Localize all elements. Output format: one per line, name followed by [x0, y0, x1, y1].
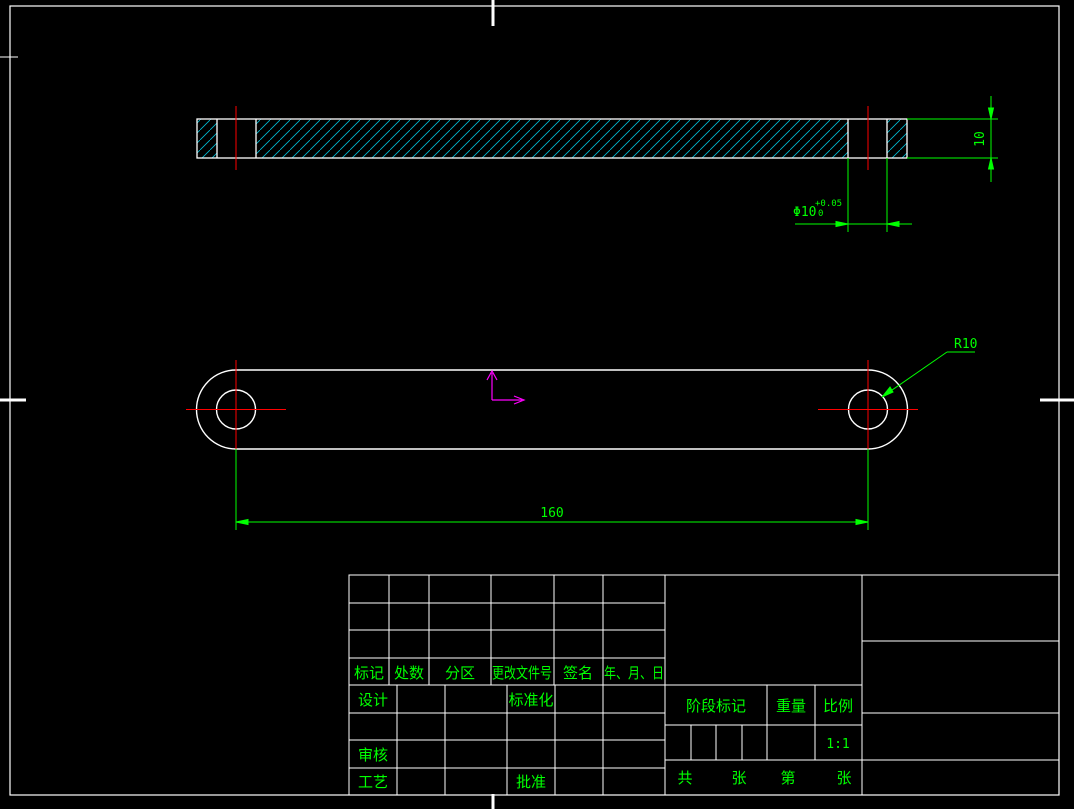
tb-review: 审核 — [358, 746, 388, 764]
section-outline — [196, 118, 908, 159]
tb-design: 设计 — [358, 691, 388, 709]
tb-date: 年、月、日 — [604, 664, 664, 682]
tb-sheets-a: 张 — [731, 769, 746, 787]
tb-number: 第 — [780, 769, 795, 787]
tb-change-doc: 更改文件号 — [492, 664, 552, 682]
tb-signature: 签名 — [563, 664, 593, 682]
hatch-left — [197, 119, 217, 158]
tb-standardize: 标准化 — [508, 691, 553, 709]
bore-upper-tolerance: +0.05 — [815, 199, 842, 209]
tb-count: 处数 — [394, 664, 424, 682]
title-block — [348, 574, 1060, 796]
radius-label: R10 — [954, 337, 977, 352]
bore-dimension — [795, 158, 912, 232]
tb-scale-value: 1:1 — [826, 737, 849, 752]
link-outline — [195, 369, 909, 450]
thickness-dimension — [907, 96, 998, 182]
tb-sheets-b: 张 — [836, 769, 851, 787]
tb-total: 共 — [677, 769, 692, 787]
tb-zone: 分区 — [445, 664, 475, 682]
hatch-middle — [256, 119, 848, 158]
tb-weight: 重量 — [776, 697, 806, 715]
front-view — [195, 369, 909, 450]
length-label: 160 — [540, 506, 563, 521]
tb-stage-mark: 阶段标记 — [686, 697, 746, 715]
tb-mark: 标记 — [354, 664, 384, 682]
bore-lower-tolerance: 0 — [818, 209, 823, 219]
thickness-label: 10 — [973, 131, 988, 147]
ucs-icon — [486, 369, 526, 405]
tb-process: 工艺 — [358, 773, 388, 791]
hatch-right — [887, 119, 907, 158]
section-view — [196, 106, 908, 170]
tb-approve: 批准 — [516, 773, 546, 791]
radius-leader — [881, 351, 975, 398]
bore-main-label: Φ10 — [793, 205, 816, 220]
length-dimension — [235, 449, 869, 530]
tb-scale-label: 比例 — [823, 697, 853, 715]
